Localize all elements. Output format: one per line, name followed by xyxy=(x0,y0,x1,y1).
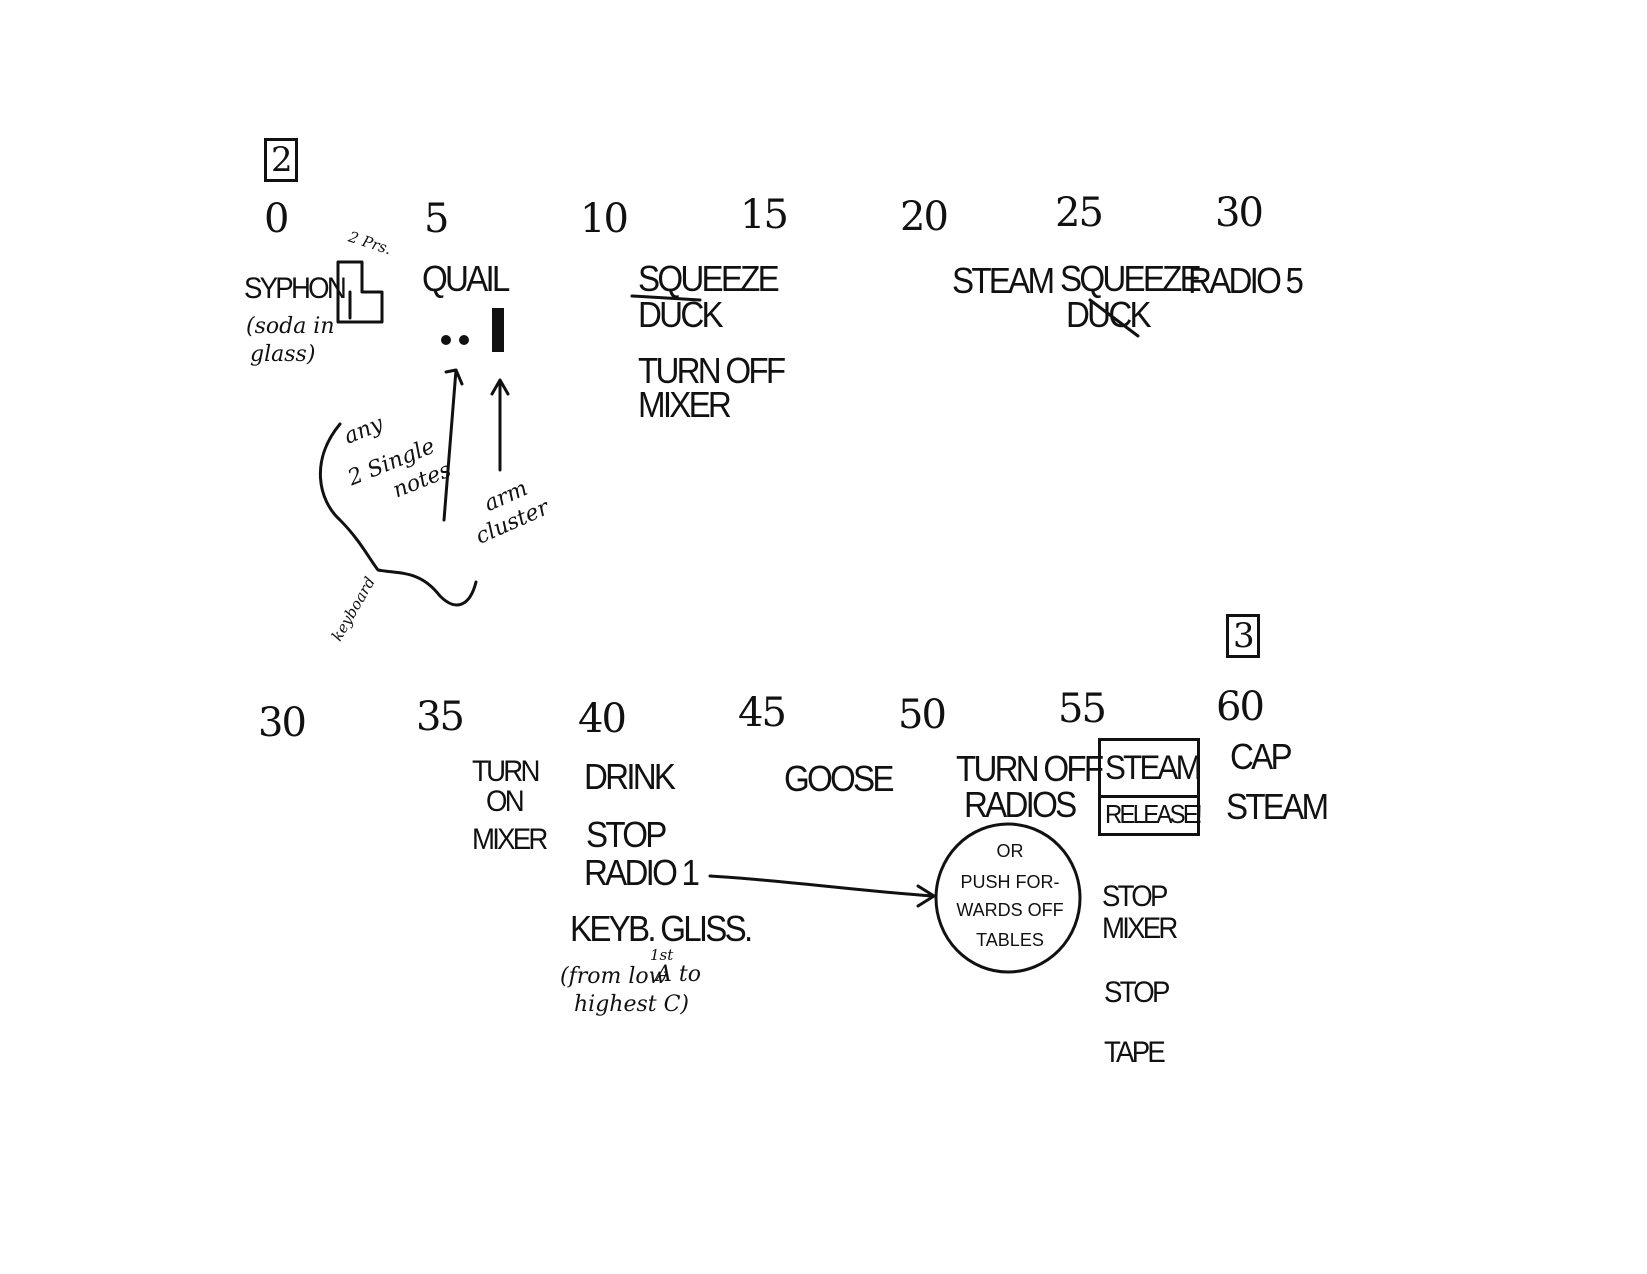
cue-turn-off-radios: TURN OFF xyxy=(956,748,1104,789)
cue-turn-off-radios: RADIOS xyxy=(964,784,1077,825)
time-marker: 10 xyxy=(580,196,629,242)
time-marker: 45 xyxy=(738,690,787,736)
cue-steam: STEAM xyxy=(952,260,1055,301)
gliss-note: (from low xyxy=(560,964,668,989)
cue-stop-mixer: MIXER xyxy=(1102,912,1178,945)
time-marker: 50 xyxy=(898,692,947,738)
time-marker: 5 xyxy=(424,196,449,242)
steam-release-box: STEAM RELEASE! xyxy=(1098,738,1203,836)
cue-keyb-gliss: KEYB. GLISS. xyxy=(570,908,753,949)
cue-turn-off-mixer: TURN OFF xyxy=(638,350,786,391)
time-marker: 40 xyxy=(578,696,627,742)
cue-squeeze-duck: SQUEEZE xyxy=(1060,258,1202,299)
cue-quail: QUAIL xyxy=(422,258,510,299)
cue-stop-tape: STOP xyxy=(1104,976,1170,1009)
cue-stop-radio-1: RADIO 1 xyxy=(584,852,700,893)
time-marker: 55 xyxy=(1058,686,1107,732)
cue-squeeze-duck: DUCK xyxy=(638,294,724,335)
steam-release-divider xyxy=(1101,795,1197,798)
cue-stop-tape: TAPE xyxy=(1104,1036,1166,1069)
time-marker: 15 xyxy=(740,192,789,238)
cue-drink: DRINK xyxy=(584,756,676,797)
cue-turn-on-mixer: MIXER xyxy=(472,823,548,856)
syphon-note: glass) xyxy=(250,342,316,367)
squeeze-duck-stroke xyxy=(630,294,702,302)
circle-or: OR xyxy=(996,841,1024,861)
single-note-dot xyxy=(441,335,451,345)
arrow-single-notes xyxy=(442,368,464,522)
cue-syphon: SYPHON xyxy=(244,272,347,305)
time-marker: 30 xyxy=(1215,190,1264,236)
gliss-note-superscript: 1st xyxy=(650,946,674,964)
cue-stop-mixer: STOP xyxy=(1102,880,1168,913)
time-marker: 20 xyxy=(900,194,949,240)
time-marker: 30 xyxy=(258,700,307,746)
cue-squeeze-duck: SQUEEZE xyxy=(638,258,780,299)
gliss-note: A to xyxy=(656,962,701,987)
time-marker: 0 xyxy=(264,196,289,242)
push-tables-circle xyxy=(934,822,1082,974)
time-marker: 35 xyxy=(416,694,465,740)
time-marker: 25 xyxy=(1055,190,1104,236)
circle-push-line: WARDS OFF xyxy=(956,900,1064,920)
cue-stop-radio-1: STOP xyxy=(586,814,667,855)
arm-cluster-block xyxy=(492,308,504,352)
single-note-dot xyxy=(459,335,469,345)
cue-goose: GOOSE xyxy=(784,758,894,799)
syphon-note: (soda in xyxy=(246,314,335,339)
squeeze-duck-stroke xyxy=(1088,298,1140,338)
cue-steam-release: STEAM xyxy=(1105,749,1202,787)
section-mark-3: 3 xyxy=(1226,614,1260,658)
push-tables-circle-text: OR PUSH FOR- WARDS OFF TABLES xyxy=(940,834,1080,956)
time-marker: 60 xyxy=(1216,684,1265,730)
circle-push-line: TABLES xyxy=(976,930,1044,950)
keyboard-squiggle xyxy=(318,422,478,607)
cue-turn-on-mixer: TURN xyxy=(472,755,540,788)
arrow-arm-cluster xyxy=(490,378,510,472)
circle-push-line: PUSH FOR- xyxy=(960,872,1060,892)
cue-steam-release: RELEASE! xyxy=(1105,799,1203,829)
section-mark-2: 2 xyxy=(264,138,298,182)
gliss-note: highest C) xyxy=(574,992,690,1017)
cue-cap-steam: STEAM xyxy=(1226,786,1329,827)
cue-turn-off-mixer: MIXER xyxy=(638,384,732,425)
cue-radio-5: RADIO 5 xyxy=(1188,260,1304,301)
cue-cap-steam: CAP xyxy=(1230,736,1293,777)
cue-turn-on-mixer: ON xyxy=(486,785,525,818)
piano-pedal-icon xyxy=(336,260,384,324)
arrow-to-circle xyxy=(708,874,936,908)
